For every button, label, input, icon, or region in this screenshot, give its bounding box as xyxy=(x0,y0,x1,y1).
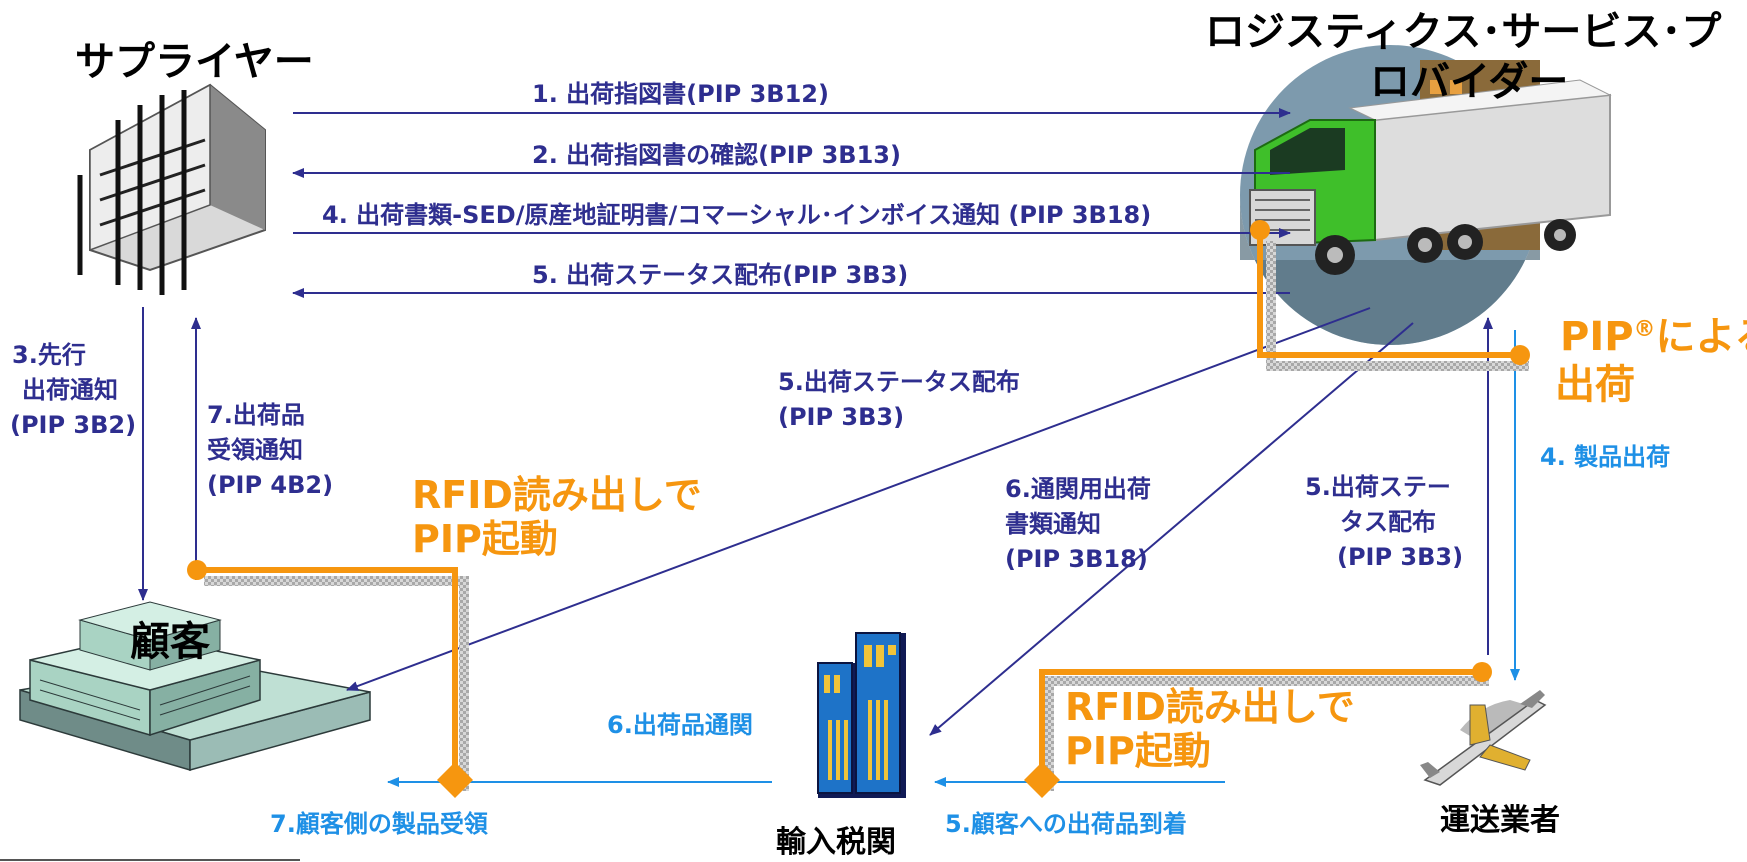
customer-receipt-label: 7.顧客側の製品受領 xyxy=(270,810,489,838)
message-4: 4. 出荷書類-SED/原産地証明書/コマーシャル･インボイス通知 (PIP 3… xyxy=(322,201,1151,229)
receipt-notice-line2: 受領通知 xyxy=(207,436,303,464)
customer-arrival-label: 5.顧客への出荷品到着 xyxy=(945,810,1187,838)
rfid-right-line2: PIP起動 xyxy=(1065,729,1211,773)
message-1: 1. 出荷指図書(PIP 3B12) xyxy=(532,80,829,108)
supplier-label: サプライヤー xyxy=(75,39,314,85)
product-shipment-label: 4. 製品出荷 xyxy=(1540,443,1670,471)
pip-shipment-callout-line2: 出荷 xyxy=(1555,362,1635,408)
message-arrows xyxy=(138,108,1493,736)
status-from-carrier-line3: (PIP 3B3) xyxy=(1337,543,1463,571)
message-2: 2. 出荷指図書の確認(PIP 3B13) xyxy=(532,141,901,169)
lsp-label-line1: ロジスティクス･サービス･プ xyxy=(1205,9,1721,55)
advance-notice-line2: 出荷通知 xyxy=(22,376,118,404)
advance-notice-line3: (PIP 3B2) xyxy=(10,411,136,439)
customs-building-icon xyxy=(817,632,906,798)
carrier-label: 運送業者 xyxy=(1440,803,1560,838)
pip-shipment-callout-line1: PIP®による xyxy=(1560,314,1747,360)
advance-notice-line1: 3.先行 xyxy=(12,341,86,369)
rfid-left-line2: PIP起動 xyxy=(412,517,558,561)
receipt-notice-line3: (PIP 4B2) xyxy=(207,471,333,499)
customs-docs-line2: 書類通知 xyxy=(1005,510,1101,538)
customer-label: 顧客 xyxy=(130,619,210,665)
building-icon xyxy=(77,83,266,295)
customs-label: 輸入税関 xyxy=(776,825,896,860)
rfid-right-line1: RFID読み出しで xyxy=(1065,685,1355,729)
lsp-label-line2: ロバイダー xyxy=(1370,59,1568,105)
status-to-customer-line2: (PIP 3B3) xyxy=(778,403,904,431)
status-from-carrier-line2: タス配布 xyxy=(1340,508,1436,536)
receipt-notice-line1: 7.出荷品 xyxy=(207,401,305,429)
customs-docs-line3: (PIP 3B18) xyxy=(1005,545,1148,573)
rfid-paths xyxy=(197,230,1529,791)
rfid-left-line1: RFID読み出しで xyxy=(412,473,702,517)
truck-icon xyxy=(1240,45,1612,345)
status-to-customer-line1: 5.出荷ステータス配布 xyxy=(778,368,1020,396)
message-5: 5. 出荷ステータス配布(PIP 3B3) xyxy=(532,261,908,289)
status-from-carrier-line1: 5.出荷ステー xyxy=(1305,473,1451,501)
customs-docs-line1: 6.通関用出荷 xyxy=(1005,475,1151,503)
factory-icon xyxy=(19,601,371,772)
rfid-markers xyxy=(187,220,1530,798)
airplane-icon xyxy=(1420,690,1547,786)
clearance-label: 6.出荷品通関 xyxy=(607,711,753,739)
